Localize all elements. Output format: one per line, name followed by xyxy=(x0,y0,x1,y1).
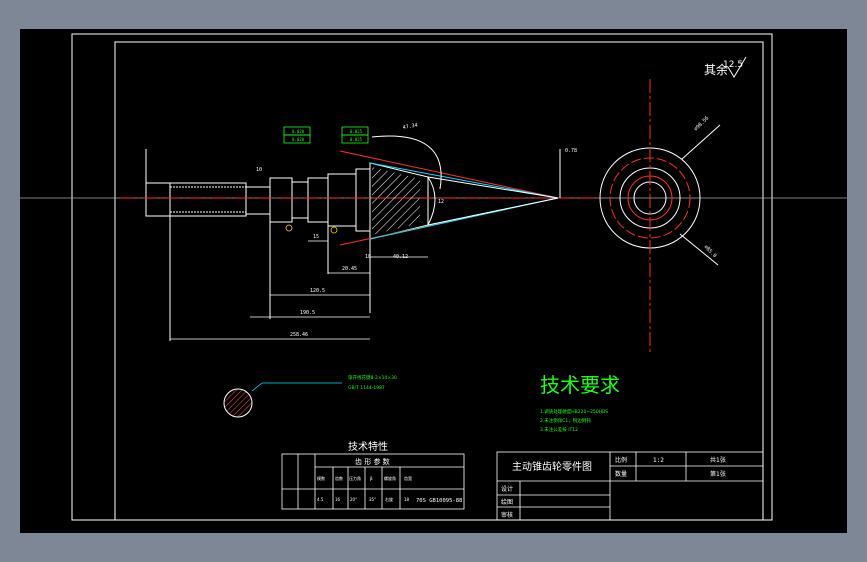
checker-label: 审核 xyxy=(501,511,513,519)
tol-value-2: 0.020 xyxy=(292,137,305,142)
root-line-bottom xyxy=(427,197,559,226)
param-r1c4: β xyxy=(370,476,373,481)
spline-leader xyxy=(251,382,263,392)
param-r2c3: 20° xyxy=(350,497,357,502)
shaft-view xyxy=(145,149,429,341)
dim-mid-length-2: 120.5 xyxy=(310,288,325,294)
param-r1c5: 螺旋角 xyxy=(384,475,396,481)
qty-label: 数量 xyxy=(615,470,627,478)
angle-arc-outer xyxy=(371,135,442,190)
param-r2c4: 35° xyxy=(369,497,376,502)
inner-frame xyxy=(114,41,764,521)
tol-value-4: 0.025 xyxy=(350,137,363,142)
dim-small-a: 10 xyxy=(256,167,262,173)
dim-mid-length-1: 190.5 xyxy=(300,310,315,316)
shaft-end xyxy=(145,182,171,217)
sheets-total: 共1张 xyxy=(710,456,726,464)
tech-note-3: 3.未注公差按 IT12 xyxy=(540,426,578,433)
dim-width-a: 12 xyxy=(438,199,444,205)
designer-label: 设计 xyxy=(501,485,513,493)
param-r1c2: 齿数 xyxy=(335,475,343,481)
tolerance-frame-group xyxy=(283,126,369,144)
shaft-shoulder xyxy=(355,168,371,232)
tech-note-1: 1.调质处理硬度HB220~250HBS xyxy=(540,408,608,415)
param-r1c3: 压力角 xyxy=(349,475,361,481)
tech-title: 技术要求 xyxy=(540,373,620,397)
param-r1c6: 齿宽 xyxy=(404,475,412,481)
param-table-border xyxy=(281,453,465,510)
outer-frame xyxy=(71,33,773,521)
roughness-note: 其余 xyxy=(704,62,728,77)
dim-total-length: 258.46 xyxy=(290,332,308,338)
tol-frame-4-box xyxy=(341,134,369,144)
shaft-bearing-1 xyxy=(269,177,293,223)
param-r2c1: 4.5 xyxy=(317,497,324,502)
shaft-bearing-2 xyxy=(307,177,329,223)
tol-frame-2-box xyxy=(283,134,311,144)
spline-note-line1: 渐开线花键8-2×10×30 xyxy=(348,374,397,381)
roughness-value: 12.5 xyxy=(723,60,743,70)
param-r2c6: 18 xyxy=(404,497,410,502)
roughness-symbol-icon xyxy=(727,56,747,78)
end-view xyxy=(599,79,721,353)
tol-value-1: 0.020 xyxy=(292,129,305,134)
param-std: 70S GB10095-88 xyxy=(416,498,462,504)
dim-circle-a: ⌀98.56 xyxy=(693,115,710,132)
dim-step-b: 15 xyxy=(313,234,319,240)
gear-head-hatch xyxy=(372,167,420,235)
spline-section-icon xyxy=(223,388,253,418)
drawing-viewport[interactable]: 其余 12.5 xyxy=(20,29,847,533)
pitch-line-top xyxy=(369,162,559,199)
param-table-title: 技术特性 xyxy=(348,440,388,453)
part-name: 主动锥齿轮零件图 xyxy=(512,460,592,473)
dim-width-b: 40.12 xyxy=(393,254,408,260)
cone-lines xyxy=(339,135,561,246)
dim-face-width: 18 xyxy=(365,254,371,260)
shaft-neck xyxy=(245,186,271,215)
title-block xyxy=(496,451,764,521)
shaft-step xyxy=(291,181,309,219)
datum-marker-b xyxy=(330,226,338,234)
scale-value: 1:2 xyxy=(653,457,664,464)
param-table-header: 齿 形 参 数 xyxy=(355,457,390,466)
dim-step-a: 20.45 xyxy=(342,266,357,272)
tech-note-2: 2.未注倒角C1，锐边倒钝 xyxy=(540,417,591,424)
dim-circle-b: ⌀85.0 xyxy=(703,244,718,259)
shaft-collar xyxy=(327,173,357,227)
shaft-thread xyxy=(169,182,247,217)
title-block-border xyxy=(496,451,764,521)
param-table xyxy=(281,453,465,510)
scale-label: 比例 xyxy=(615,456,627,464)
cone-line-top xyxy=(339,150,559,199)
root-line-top xyxy=(427,176,559,199)
cad-drawing: 其余 12.5 xyxy=(20,33,847,521)
datum-marker-a xyxy=(285,224,293,232)
dim-cone-angle: 47.34 xyxy=(402,122,418,131)
end-view-leader-1 xyxy=(681,124,721,160)
param-r2c5: 右旋 xyxy=(385,496,393,502)
cone-angle-arc xyxy=(427,176,436,226)
dimension-lines xyxy=(170,240,428,340)
param-r2c2: 16 xyxy=(335,497,341,502)
end-view-leader-2 xyxy=(679,233,719,266)
param-r1c1: 模数 xyxy=(317,475,325,481)
drawer-label: 绘图 xyxy=(501,498,513,506)
dim-apex: 0.78 xyxy=(565,148,577,154)
spline-note-line2: GB/T 1144-1987 xyxy=(348,385,385,391)
sheet-no: 第1张 xyxy=(710,470,726,478)
tol-value-3: 0.025 xyxy=(350,129,363,134)
